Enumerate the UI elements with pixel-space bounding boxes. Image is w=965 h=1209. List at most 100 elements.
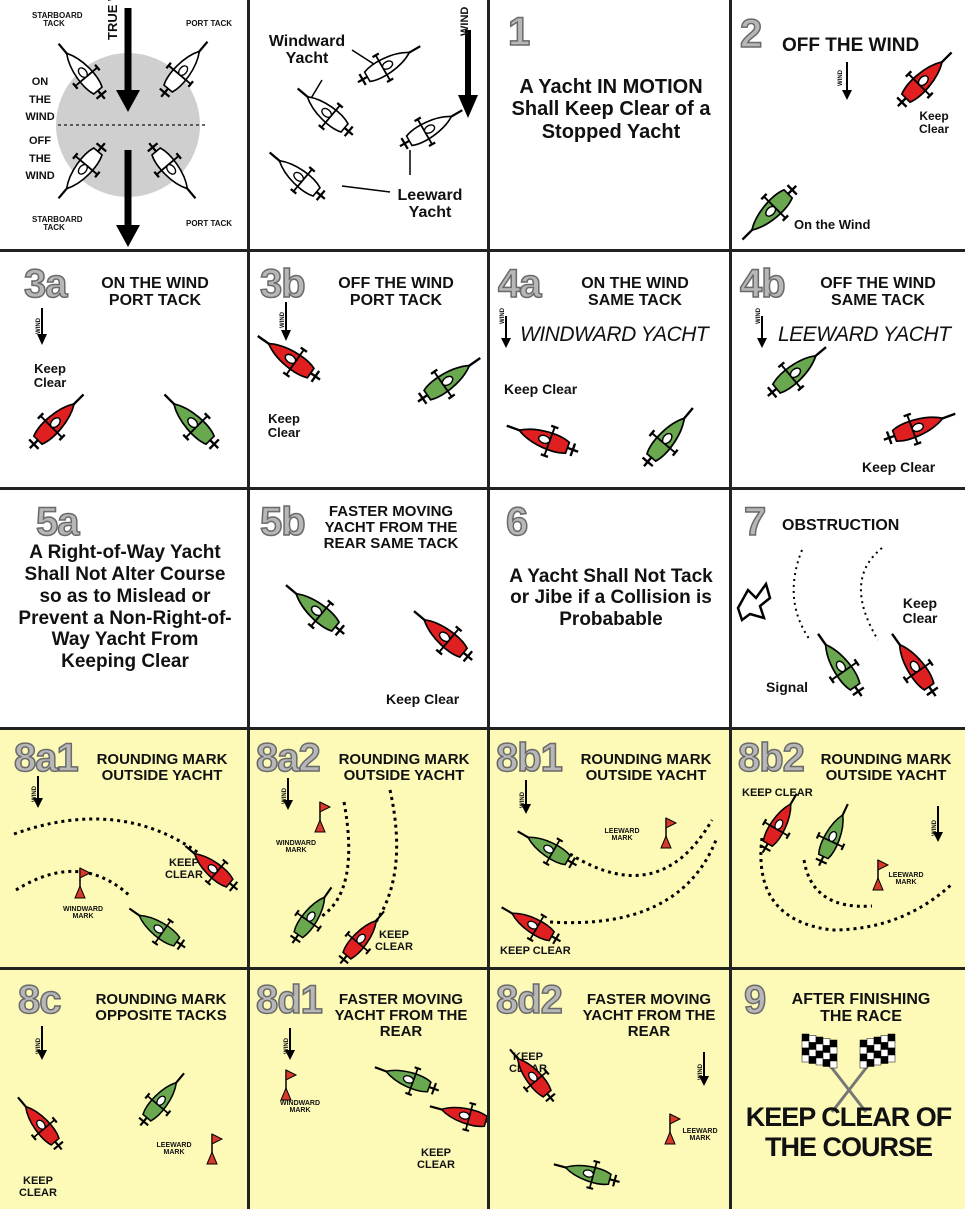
panel-8b1-diagram [490, 730, 732, 970]
yacht-icon [122, 897, 193, 958]
mark-label: LEEWARD MARK [150, 1142, 198, 1157]
yacht-icon [8, 1089, 73, 1159]
wind-label: WIND [32, 786, 38, 802]
wind-label: WIND [284, 1038, 290, 1054]
panel-4a: 4a ON THE WIND SAME TACK WINDWARD YACHT … [490, 252, 732, 490]
panel-8b2: 8b2 ROUNDING MARK OUTSIDE YACHT KEEP CLE… [732, 730, 965, 970]
wind-label: WIND [932, 820, 938, 836]
yacht-icon [500, 1041, 565, 1111]
panel-8a2: 8a2 ROUNDING MARK OUTSIDE YACHT WIND KEE… [250, 730, 490, 970]
yacht-icon [550, 1151, 623, 1195]
panel-8a1: 8a1 ROUNDING MARK OUTSIDE YACHT WIND KEE… [0, 730, 250, 970]
yacht-icon [426, 1093, 490, 1137]
port-tack-bottom-label: PORT TACK [186, 220, 232, 228]
wind-label: WIND [698, 1064, 704, 1080]
yacht-icon [130, 1065, 195, 1135]
mark-label: WINDWARD MARK [276, 1100, 324, 1115]
panel-5a: 5a A Right-of-Way Yacht Shall Not Alter … [0, 490, 250, 730]
mark-buoy-icon [661, 818, 676, 848]
leeward-yacht-label: Leeward Yacht [390, 188, 470, 222]
mark-label: LEEWARD MARK [676, 1128, 724, 1143]
off-the-wind-label: OFF THE WIND [20, 133, 60, 186]
keep-clear-label: KEEP CLEAR [414, 1148, 458, 1171]
keep-clear-label: KEEP CLEAR [368, 930, 420, 953]
keep-clear-label: Keep Clear [386, 692, 459, 707]
yacht-icon [351, 34, 428, 95]
panel-2: 2 OFF THE WIND WIND Keep Clear On the Wi… [732, 0, 965, 252]
yacht-icon [250, 324, 329, 392]
signal-label: Signal [766, 680, 808, 695]
rule-text: A Yacht IN MOTION Shall Keep Clear of a … [490, 76, 732, 143]
panel-8a1-diagram [0, 730, 250, 970]
panel-4a-diagram [490, 252, 732, 490]
yacht-icon [807, 798, 860, 871]
yacht-icon [511, 820, 583, 878]
panel-8c: 8c ROUNDING MARK OPPOSITE TACKS WIND KEE… [0, 970, 250, 1209]
panel-windward-leeward: Windward Yacht WIND Leeward Yacht [250, 0, 490, 252]
wind-label: WIND [280, 312, 286, 328]
keep-clear-label: KEEP CLEAR [158, 858, 210, 881]
panel-number: 5a [36, 502, 79, 542]
obstruction-rock [738, 584, 770, 620]
keep-clear-label: Keep Clear [264, 412, 304, 439]
panel-8d1-diagram [250, 970, 490, 1209]
panel-8b1: 8b1 ROUNDING MARK OUTSIDE YACHT WIND KEE… [490, 730, 732, 970]
keep-clear-label: Keep Clear [914, 110, 954, 135]
wind-label: WIND [460, 7, 472, 36]
yacht-icon [288, 78, 362, 146]
panel-1: 1 A Yacht IN MOTION Shall Keep Clear of … [490, 0, 732, 252]
keep-clear-label: KEEP CLEAR [16, 1176, 60, 1199]
panel-3a: 3a ON THE WIND PORT TACK WIND Keep Clear [0, 252, 250, 490]
wind-label: WIND [838, 70, 844, 86]
yacht-icon [751, 787, 809, 859]
panel-8c-diagram [0, 970, 250, 1209]
wind-label: WIND [520, 792, 526, 808]
yacht-icon [276, 573, 354, 645]
port-tack-top-label: PORT TACK [186, 20, 232, 28]
yacht-icon [502, 411, 584, 466]
true-wind-label: TRUE WIND [106, 0, 120, 40]
panel-8d2-diagram [490, 970, 732, 1209]
panel-8d1: 8d1 FASTER MOVING YACHT FROM THE REAR WI… [250, 970, 490, 1209]
yacht-icon [19, 384, 94, 459]
keep-clear-label: Keep Clear [504, 382, 577, 397]
wind-label: WIND [500, 308, 506, 324]
yacht-icon [154, 384, 229, 459]
on-the-wind-label: On the Wind [794, 218, 870, 232]
yacht-icon [281, 880, 342, 951]
mark-label: WINDWARD MARK [272, 840, 320, 855]
yacht-icon [632, 398, 704, 476]
keep-clear-label: Keep Clear [30, 362, 70, 389]
panel-8d2: 8d2 FASTER MOVING YACHT FROM THE REAR KE… [490, 970, 732, 1209]
wind-label: WIND [282, 788, 288, 804]
panel-points-of-sail: TRUE WIND STARBOARD TACK PORT TACK ON TH… [0, 0, 250, 252]
yacht-icon [732, 175, 807, 250]
wind-label: WIND [36, 318, 42, 334]
keep-clear-course-text: KEEP CLEAR OF THE COURSE [732, 1102, 965, 1162]
panel-number: 6 [506, 502, 527, 542]
rule-text: A Right-of-Way Yacht Shall Not Alter Cou… [0, 542, 250, 673]
yacht-icon [260, 142, 334, 210]
panel-4b: 4b OFF THE WIND SAME TACK LEEWARD YACHT … [732, 252, 965, 490]
mark-label: LEEWARD MARK [882, 872, 930, 887]
mark-label: WINDWARD MARK [60, 906, 106, 921]
starboard-tack-top-label: STARBOARD TACK [32, 12, 76, 29]
on-the-wind-label: ON THE WIND [20, 74, 60, 127]
yacht-icon [393, 98, 470, 159]
keep-clear-label: Keep Clear [862, 460, 935, 475]
panel-number: 1 [508, 12, 529, 52]
panel-3b: 3b OFF THE WIND PORT TACK WIND Keep Clea… [250, 252, 490, 490]
yacht-icon [887, 42, 962, 117]
panel-8b2-diagram [732, 730, 965, 970]
yacht-icon [879, 399, 961, 454]
checkered-flags-icon [732, 970, 965, 1209]
rule-text: A Yacht Shall Not Tack or Jibe if a Coll… [490, 566, 732, 630]
panel-7: 7 OBSTRUCTION Keep Clear Signal [732, 490, 965, 730]
wind-label: WIND [36, 1038, 42, 1054]
mark-buoy-icon [315, 802, 330, 832]
wind-label: WIND [756, 308, 762, 324]
yacht-icon [880, 625, 948, 705]
panel-4b-diagram [732, 252, 965, 490]
keep-clear-label: KEEP CLEAR [500, 946, 571, 958]
